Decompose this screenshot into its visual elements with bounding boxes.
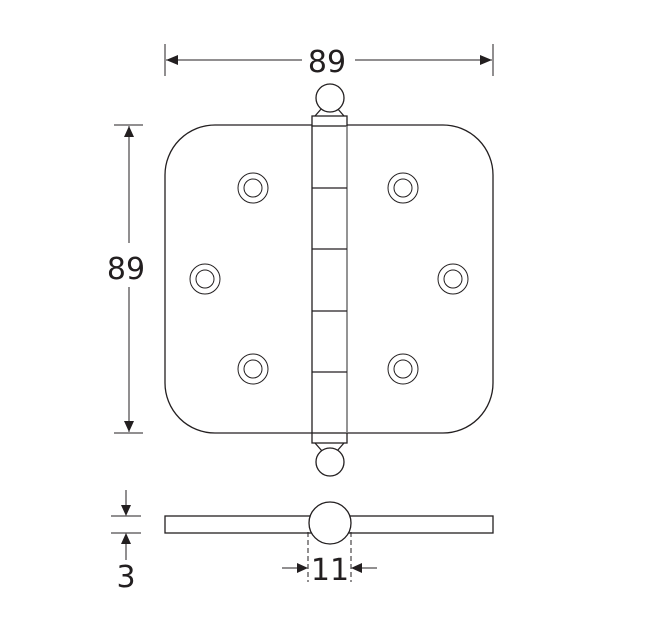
- arrow-up-icon: [124, 126, 134, 137]
- width-dimension: 89: [164, 44, 494, 80]
- width-label: 89: [308, 45, 346, 80]
- side-view-knuckle: [308, 501, 352, 545]
- thickness-dimension: 3: [111, 490, 141, 595]
- screw-hole: [387, 353, 419, 385]
- arrow-right-icon: [480, 55, 492, 65]
- arrow-down-icon: [121, 505, 131, 516]
- height-dimension: 89: [107, 124, 145, 434]
- bottom-finial: [314, 442, 345, 477]
- height-label: 89: [107, 252, 145, 287]
- screw-hole: [237, 172, 269, 204]
- thickness-label: 3: [116, 560, 135, 595]
- top-cap: [311, 115, 348, 127]
- bottom-cap: [311, 432, 348, 444]
- screw-hole: [189, 263, 221, 295]
- top-finial: [314, 83, 345, 117]
- knuckle-diameter-label: 11: [311, 553, 349, 588]
- screw-hole: [237, 353, 269, 385]
- right-leaf-holes: [387, 172, 469, 385]
- arrow-left-icon: [166, 55, 178, 65]
- arrow-left-icon: [351, 563, 362, 573]
- screw-hole: [437, 263, 469, 295]
- screw-hole: [387, 172, 419, 204]
- side-view: [164, 501, 494, 545]
- knuckle-barrel: [311, 115, 348, 444]
- knuckle-diameter-dimension: 11: [282, 532, 377, 588]
- arrow-down-icon: [124, 421, 134, 432]
- arrow-right-icon: [297, 563, 308, 573]
- left-leaf-holes: [189, 172, 269, 385]
- arrow-up-icon: [121, 533, 131, 544]
